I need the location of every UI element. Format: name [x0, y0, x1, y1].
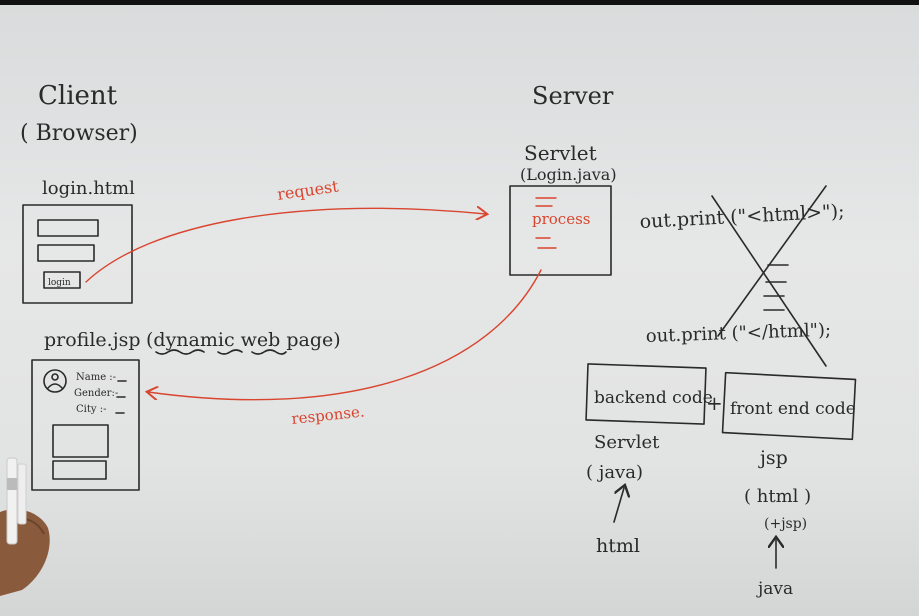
jsp-col-lang: ( html ) [744, 486, 811, 507]
backend-label: backend code [594, 388, 713, 408]
frontend-box [721, 371, 857, 441]
cross-out-mark [711, 185, 827, 367]
request-arrow [85, 208, 486, 283]
code-dashes [763, 264, 789, 311]
profile-page-box [31, 359, 140, 491]
underline-squiggle [155, 349, 287, 355]
servlet-col-label: Servlet [594, 432, 660, 453]
login-page-box [22, 204, 133, 304]
servlet-file-label: (Login.java) [520, 165, 617, 184]
jsp-col-note: java [756, 579, 793, 599]
avatar-icon [43, 369, 67, 393]
servlet-col-note: html [596, 535, 640, 557]
servlet-box [509, 185, 612, 276]
backend-box [585, 363, 707, 425]
code-open-line: out.print ("<html>"); [639, 200, 845, 233]
profile-field-name: Name :- [76, 372, 116, 383]
profile-field-city: City :- [76, 404, 106, 415]
client-title: Client [38, 81, 118, 111]
profile-field-gender: Gender:- [74, 388, 118, 399]
login-button-label: login [48, 278, 71, 288]
profile-file-label: profile.jsp [44, 329, 141, 351]
login-field-2 [37, 244, 95, 262]
response-label: response. [291, 402, 366, 428]
marker-pen [6, 457, 18, 545]
profile-note: (dynamic web page) [146, 329, 341, 351]
client-subtitle: ( Browser) [20, 121, 138, 146]
frontend-label: front end code [730, 399, 856, 419]
servlet-label: Servlet [524, 141, 597, 165]
plus-sign: + [706, 391, 723, 415]
profile-content-box [52, 424, 109, 458]
presenter-hand [0, 457, 50, 596]
jsp-col-label: jsp [758, 447, 788, 469]
login-file-label: login.html [42, 178, 135, 199]
top-bar [0, 0, 919, 5]
server-title: Server [532, 82, 614, 110]
response-arrow [148, 269, 542, 401]
process-label: process [532, 210, 590, 228]
jsp-col-sub: (+jsp) [764, 516, 807, 532]
profile-footer-box [52, 460, 107, 480]
servlet-col-lang: ( java) [586, 462, 643, 483]
login-button-box [43, 271, 81, 289]
servlet-arrow [613, 488, 624, 523]
request-label: request [276, 176, 340, 203]
login-field-1 [37, 219, 99, 237]
